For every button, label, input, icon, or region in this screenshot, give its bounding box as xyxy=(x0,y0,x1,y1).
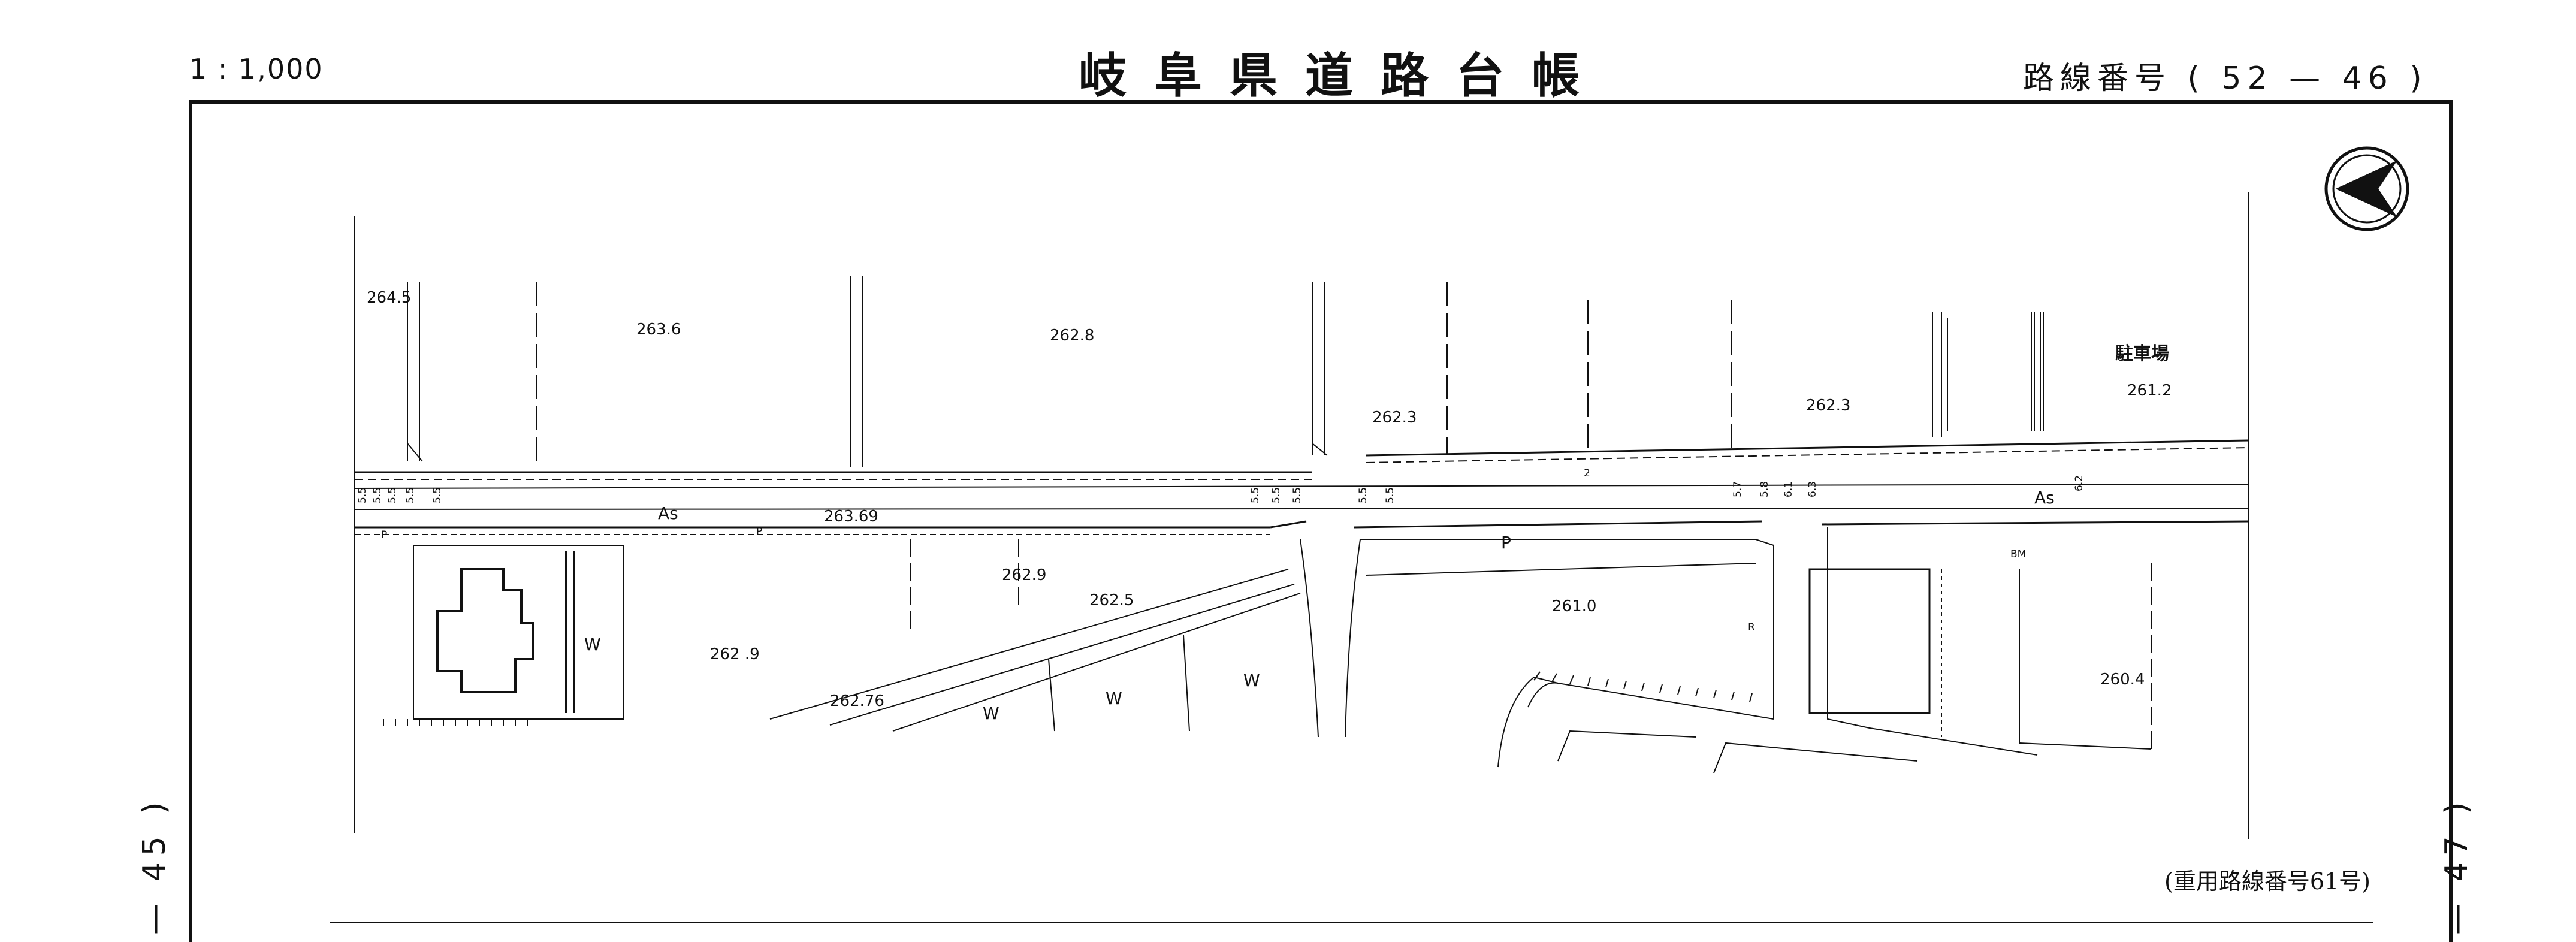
elevation-7: 263.69 xyxy=(824,508,878,526)
central-south-block xyxy=(1360,539,1918,774)
water-label-3: W xyxy=(1106,689,1122,708)
route-number-b: 46 xyxy=(2342,61,2394,96)
road-width-9: 5.5 xyxy=(1357,487,1369,503)
r-label: R xyxy=(1748,621,1755,633)
elevation-11: 262.76 xyxy=(830,692,884,710)
route-dash: — xyxy=(2289,61,2327,96)
route-number-label: 路線番号 xyxy=(2023,61,2172,96)
road-width-15: 6.2 xyxy=(2073,475,2085,491)
elevation-13: 260.4 xyxy=(2100,671,2145,689)
elevation-9: 262.5 xyxy=(1089,591,1134,609)
road-width-3: 5.5 xyxy=(386,487,398,503)
elevation-4: 262.3 xyxy=(1806,397,1850,415)
route-paren-open: ( xyxy=(2187,61,2206,96)
elevation-3: 262.3 xyxy=(1372,409,1417,427)
road-width-2: 5.5 xyxy=(372,487,383,503)
parking-area xyxy=(1941,312,2041,431)
pole-label-2: P xyxy=(756,526,762,538)
road-width-6: 5.5 xyxy=(1249,487,1261,503)
north-arrow-icon xyxy=(2324,146,2409,231)
route-number-a: 52 xyxy=(2221,61,2273,96)
road-width-1: 5.5 xyxy=(357,487,369,503)
page-title: 岐阜県道路台帳 xyxy=(1079,47,1607,104)
pole-label-1: P xyxy=(381,529,387,541)
lane-number-label: 2 xyxy=(1584,467,1590,479)
road-width-13: 6.1 xyxy=(1783,481,1795,497)
elevation-2: 262.8 xyxy=(1050,327,1094,345)
road-width-11: 5.7 xyxy=(1732,481,1744,497)
east-block xyxy=(1808,527,2152,756)
elevation-1: 263.6 xyxy=(636,321,681,339)
asphalt-label-west: As xyxy=(658,503,678,523)
elevation-8: 262.9 xyxy=(1002,566,1046,584)
water-label-2: W xyxy=(983,704,999,723)
road-width-5: 5.5 xyxy=(431,487,443,503)
road-width-8: 5.5 xyxy=(1291,487,1303,503)
route-paren-close: ) xyxy=(2409,61,2428,96)
parking-label: 駐車場 xyxy=(2115,343,2169,364)
road-width-7: 5.5 xyxy=(1270,487,1282,503)
north-parcels xyxy=(407,276,2044,467)
route-number: 路線番号 ( 52 — 46 ) xyxy=(2023,53,2428,98)
water-label-1: W xyxy=(584,635,601,654)
overlap-route-note: (重用路線番号61号) xyxy=(2164,868,2371,895)
elevation-5: 261.2 xyxy=(2127,382,2172,400)
elevation-labels: 263.6 262.8 262.3 262.3 261.2 264.5 263.69 262.… xyxy=(367,289,2172,710)
south-parcels xyxy=(413,539,1361,738)
road-width-10: 5.5 xyxy=(1384,487,1396,503)
road-width-4: 5.5 xyxy=(404,487,416,503)
map-frame xyxy=(189,100,2453,942)
main-road xyxy=(354,439,2249,535)
pole-label-3: P xyxy=(1501,533,1511,552)
road-width-14: 6.3 xyxy=(1807,481,1819,497)
asphalt-label-east: As xyxy=(2034,488,2055,508)
curb-ticks xyxy=(383,671,1753,726)
road-width-12: 5.8 xyxy=(1759,481,1771,497)
elevation-6: 264.5 xyxy=(367,289,411,307)
bench-mark-label: BM xyxy=(2010,548,2026,560)
map-scale: 1 : 1,000 xyxy=(189,53,324,85)
elevation-10: 262 .9 xyxy=(710,645,760,663)
water-label-4: W xyxy=(1243,671,1260,690)
elevation-12: 261.0 xyxy=(1552,597,1596,615)
